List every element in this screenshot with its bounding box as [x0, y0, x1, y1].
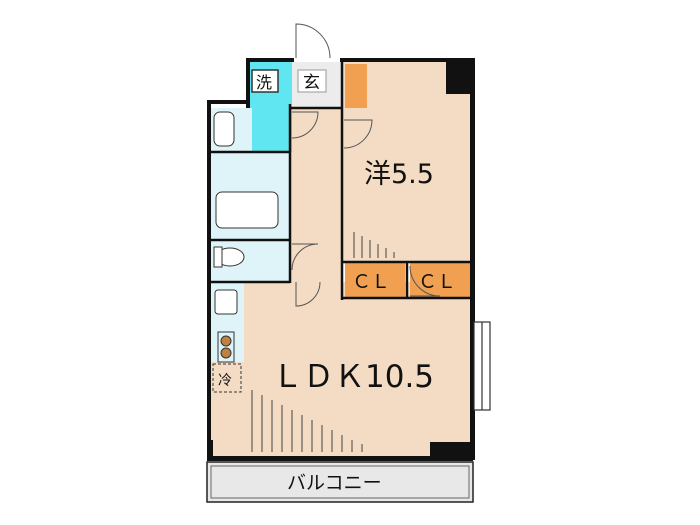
kitchen-sink	[214, 289, 238, 315]
washer-label: 洗	[256, 73, 272, 92]
fridge-label: 冷	[218, 373, 232, 389]
interior-walls	[210, 60, 472, 300]
entry-shoe-closet	[345, 64, 367, 108]
balcony-label: バルコニー	[287, 472, 382, 494]
washbasin	[213, 111, 235, 147]
entrance-label: 玄	[303, 73, 320, 93]
stove-burner-2	[220, 347, 232, 359]
closet-1-label: ＣＬ	[352, 271, 390, 293]
ldk-window	[473, 321, 491, 411]
entrance-box	[297, 69, 327, 93]
walls	[207, 58, 475, 461]
closet-1-box	[345, 262, 405, 298]
closet-2-label: ＣＬ	[418, 271, 456, 293]
doors	[291, 23, 441, 307]
fixtures	[213, 111, 279, 363]
bathtub	[215, 191, 279, 229]
hallway-floor	[290, 108, 342, 283]
ldk-floor	[210, 282, 472, 458]
closet-2-box	[410, 262, 472, 298]
washer-box	[251, 69, 279, 93]
floor-hatching	[251, 232, 395, 452]
stove-burner-1	[220, 335, 232, 347]
ldk-label: ＬＤＫ10.5	[272, 359, 434, 395]
western-room-label: 洋5.5	[364, 159, 434, 190]
fridge-space	[212, 363, 242, 393]
balcony-area	[206, 461, 474, 503]
